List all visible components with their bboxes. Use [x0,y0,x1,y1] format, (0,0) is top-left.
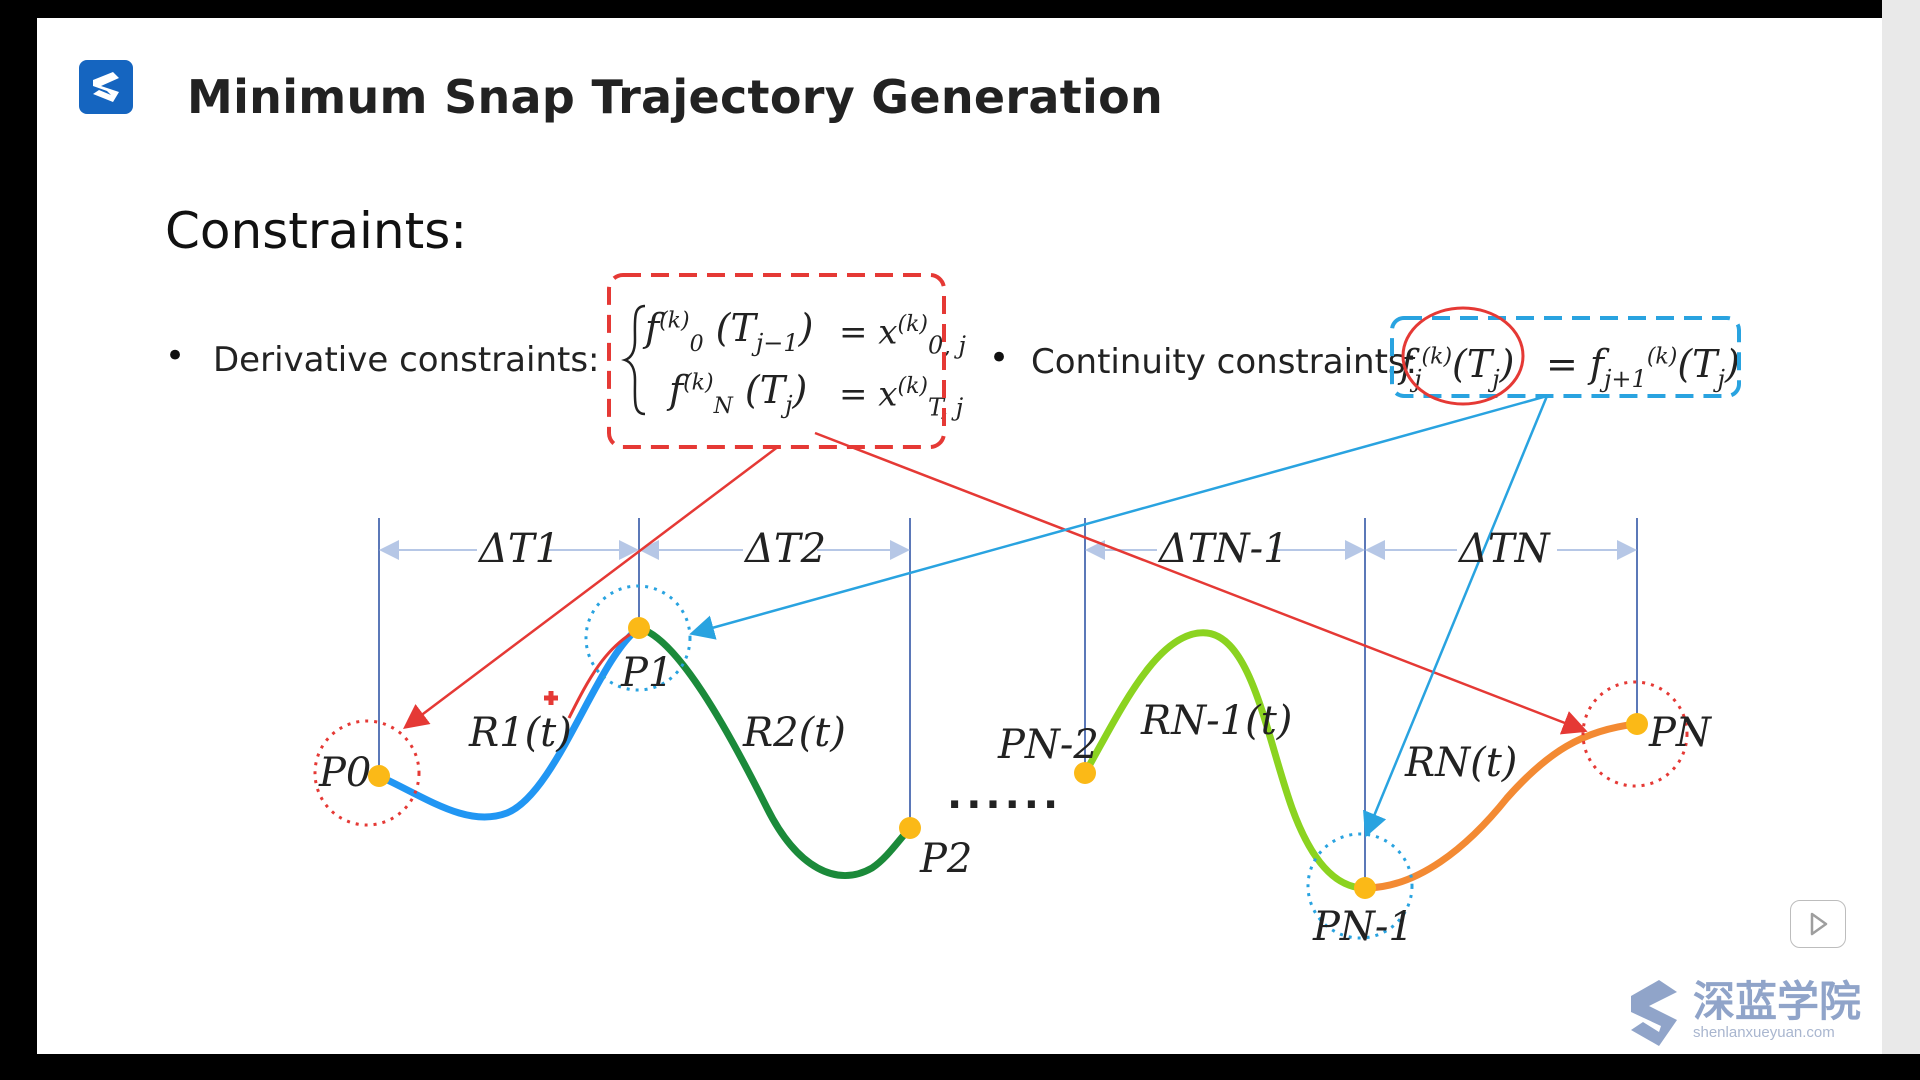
waypoint-dot [1354,877,1376,899]
logo-icon [79,60,133,114]
derivative-row1-rhs: = x [839,312,898,353]
continuity-constraint-box [1390,316,1741,398]
waypoint-dot [628,617,650,639]
time-guides [378,518,1638,888]
derivative-row1-lhs: f [645,306,660,350]
derivative-row1: f(k)0 (Tj−1) [645,306,814,357]
red-cross-mark [544,691,558,705]
derivative-constraints-label: Derivative constraints: [213,340,600,380]
trajectory-diagram [313,273,1741,940]
derivative-row2-rhs-wrap: = x(k)T, j [839,374,964,422]
interval-label-1: ΔT1 [479,526,561,572]
derivative-arrow-end [814,431,1588,735]
watermark: 深蓝学院 shenlanxueyuan.com [1621,968,1881,1054]
segment-curve-1-highlight [567,628,638,719]
continuity-point-circle [1306,832,1414,940]
watermark-name: 深蓝学院 [1693,977,1862,1026]
bullet-dot: • [989,338,1010,378]
derivative-row2-lhs: f [669,368,684,412]
bottom-letterbox-bar [0,1054,1920,1080]
derivative-row2: f(k)N (Tj) [669,368,808,419]
waypoint-dot [899,817,921,839]
continuity-rhs: = f [1546,342,1604,386]
continuity-arrow-1 [689,394,1548,640]
waypoint-dot [368,765,390,787]
derivative-constraint-box [607,273,946,449]
interval-label-n: ΔTN [1459,526,1550,572]
brace-icon [621,304,646,416]
play-button[interactable] [1790,900,1846,948]
watermark-url: shenlanxueyuan.com [1693,1024,1835,1041]
waypoints [368,617,1648,899]
derivative-row1-rhs-wrap: = x(k)0, j [839,312,966,360]
right-gutter [1882,0,1920,1080]
play-icon [1810,912,1828,936]
point-label-pn: PN [1649,710,1711,756]
continuity-equation: fj(k)(Tj) = fj+1(k)(Tj) [1400,336,1740,416]
interval-label-2: ΔT2 [745,526,827,572]
point-label-p2: P2 [920,836,973,882]
interval-label-n-minus-1: ΔTN-1 [1159,526,1289,572]
segment-label-r2: R2(t) [743,710,846,756]
derivative-equations: f(k)0 (Tj−1) = x(k)0, j f(k)N (Tj) = x(k… [621,298,966,428]
continuity-constraints-label: Continuity constraints: [1031,342,1418,382]
derivative-row2-rhs: = x [839,374,898,415]
watermark-logo-icon [1631,980,1677,1046]
continuity-highlight-circle [1401,306,1525,406]
segment-curve-4 [1361,720,1641,892]
ellipsis: ...... [947,772,1063,818]
bullet-dot: • [165,336,186,376]
derivative-point-circle [313,719,421,827]
segment-curve-3 [1081,629,1369,892]
continuity-lhs-wrap: fj(k)(Tj) [1400,342,1515,393]
point-label-p0: P0 [319,750,372,796]
point-label-p1: P1 [621,650,674,696]
continuity-arrow-2 [1363,395,1549,838]
point-label-pn-minus-1: PN-1 [1313,904,1414,950]
derivative-row2-args: (T [744,368,786,412]
point-label-pn-minus-2: PN-2 [998,722,1099,768]
section-heading: Constraints: [165,202,468,260]
derivative-row1-args: (T [715,306,756,350]
slide-canvas: Minimum Snap Trajectory Generation Const… [37,18,1882,1054]
segment-label-rn-minus-1: RN-1(t) [1141,698,1293,744]
top-letterbox-bar [0,0,1920,18]
segment-label-r1: R1(t) [469,710,572,756]
waypoint-dot [1626,713,1648,735]
slide-title: Minimum Snap Trajectory Generation [187,70,1164,124]
segment-label-rn: RN(t) [1405,740,1518,786]
derivative-arrow-start [403,445,780,730]
segment-curve-2 [635,624,914,879]
continuity-rhs-wrap: = fj+1(k)(Tj) [1546,342,1740,393]
segment-curve-1 [375,624,643,821]
waypoint-dot [1074,762,1096,784]
